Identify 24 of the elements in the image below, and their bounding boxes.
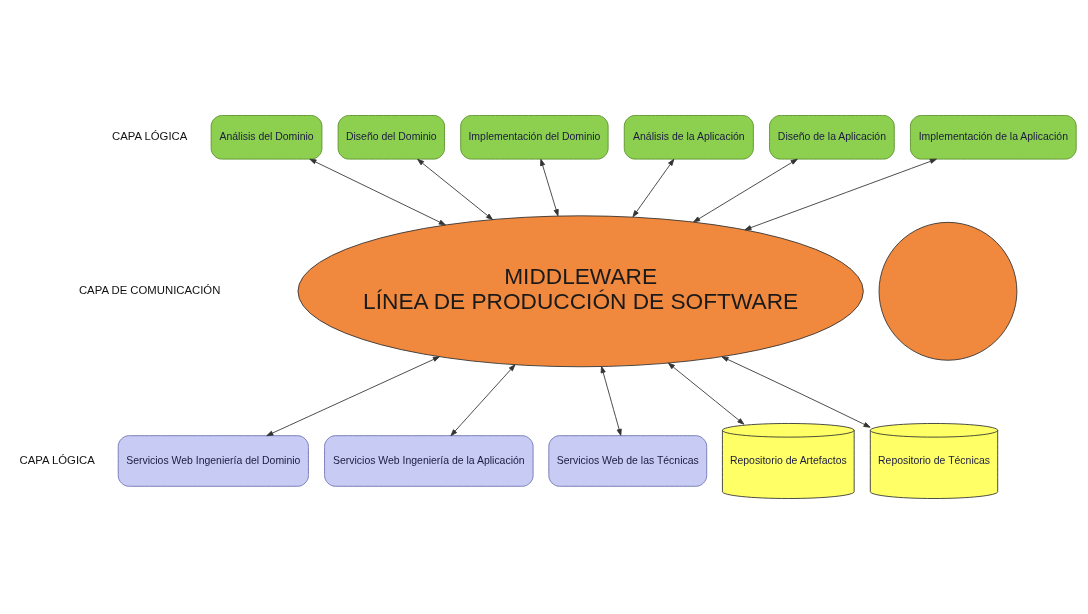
label: CAPA LÓGICA [111, 130, 188, 143]
arrow [721, 356, 871, 428]
arrow [667, 362, 745, 425]
node-box: Servicios Web Ingeniería del Dominio [117, 435, 309, 487]
node-box: Servicios Web Ingeniería de la Aplicación [324, 435, 534, 487]
node-box: Implementación de la Aplicación [910, 115, 1077, 160]
node-box: Servicios Web de las Técnicas [548, 435, 708, 487]
node-box: Análisis del Dominio [210, 115, 323, 160]
label: CAPA DE COMUNICACIÓN [78, 284, 221, 297]
arrow [450, 364, 516, 437]
arrow [632, 158, 675, 218]
node-box: Diseño del Dominio [337, 115, 445, 160]
arrow [417, 158, 493, 220]
node-box: Diseño de la Aplicación [769, 115, 895, 160]
node-box: Implementación del Dominio [460, 115, 609, 160]
node-box: Análisis de la Aplicación [623, 115, 754, 160]
arrow [693, 158, 798, 223]
arrow [309, 158, 446, 226]
arrow [744, 158, 937, 231]
arrow [266, 356, 440, 437]
label: CAPA LÓGICA [19, 453, 95, 466]
arrow [600, 366, 622, 436]
arrow [540, 158, 559, 217]
node-circle [878, 221, 1018, 361]
